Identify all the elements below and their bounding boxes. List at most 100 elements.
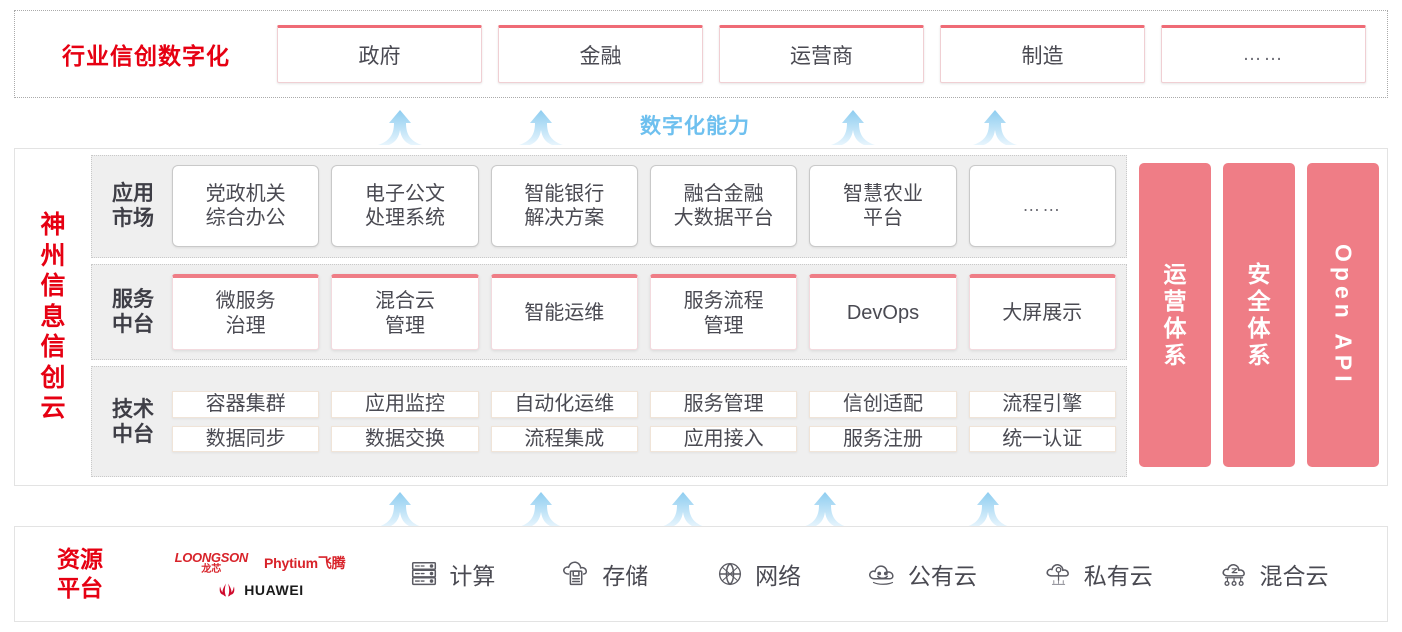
cell-text-line: 应用接入 (683, 427, 764, 450)
industry-card-2[interactable]: 金融 (498, 25, 703, 83)
cell-text-line: 处理系统 (364, 207, 445, 230)
industry-band: 行业信创数字化 政府金融运营商制造 …… (14, 10, 1388, 98)
cell-technology-platform-2-6[interactable]: 统一认证 (968, 425, 1116, 453)
layer-application-market: 应用市场党政机关综合办公电子公文处理系统智能银行解决方案融合金融大数据平台智慧农… (91, 155, 1127, 258)
cell-technology-platform-1-2[interactable]: 应用监控 (331, 391, 479, 418)
resource-arrow-row (0, 488, 1402, 528)
cell-technology-platform-1-1[interactable]: 容器集群 (172, 391, 320, 418)
resource-item-label-4: 公有云 (907, 563, 977, 589)
cloud-title-char-2: 州 (40, 241, 66, 270)
cell-application-market-2[interactable]: 电子公文处理系统 (331, 165, 479, 248)
resource-item-label-6: 混合云 (1259, 563, 1329, 589)
resource-item-list: 计算 存储 网络 公有云 私有云 混合云 (375, 557, 1387, 591)
cell-text: 混合云管理 (375, 289, 435, 338)
industry-band-title: 行业信创数字化 (62, 43, 230, 69)
flow-arrow-5 (965, 492, 1011, 528)
cell-text-line: 管理 (384, 314, 425, 337)
resource-item-1[interactable]: 计算 (407, 557, 495, 591)
cell-technology-platform-2-4[interactable]: 应用接入 (649, 425, 798, 453)
cell-text-line: 应用监控 (364, 393, 445, 416)
cell-text: DevOps (847, 301, 919, 325)
cell-text: 服务流程管理 (684, 289, 764, 338)
cell-technology-platform-1-6[interactable]: 流程引擎 (968, 391, 1116, 418)
cell-application-market-6[interactable]: …… (968, 165, 1116, 248)
flow-arrow-3 (660, 492, 706, 528)
cell-text-line: 服务注册 (842, 427, 923, 450)
resource-item-5[interactable]: 私有云 (1042, 557, 1153, 591)
cell-text-line: DevOps (846, 302, 920, 325)
pillar-char: 安 (1247, 260, 1271, 287)
cell-text-line: 大屏展示 (1002, 302, 1083, 325)
cell-text-line: 治理 (225, 314, 266, 337)
cell-technology-platform-1-4[interactable]: 服务管理 (649, 391, 798, 418)
layer-label-service-platform: 服务中台 (102, 287, 164, 337)
cell-text-line: 统一认证 (1002, 427, 1083, 450)
cell-text: 服务注册 (843, 427, 923, 451)
cell-application-market-1[interactable]: 党政机关综合办公 (172, 165, 320, 248)
cell-service-platform-4[interactable]: 服务流程管理 (649, 274, 798, 351)
cell-text-line: 服务流程 (683, 290, 764, 313)
industry-card-1[interactable]: 政府 (277, 25, 482, 83)
resource-item-2[interactable]: 存储 (560, 557, 648, 591)
cloud-storage-icon (563, 561, 588, 586)
pillar-char: 全 (1247, 287, 1271, 314)
cell-application-market-4[interactable]: 融合金融大数据平台 (649, 165, 798, 248)
cell-text-line: 数据同步 (205, 427, 286, 450)
cell-technology-platform-2-2[interactable]: 数据交换 (331, 425, 479, 453)
phytium-logo-en: Phytium (264, 554, 318, 571)
industry-card-4[interactable]: 制造 (940, 25, 1145, 83)
pillar-char: 体 (1247, 315, 1271, 341)
resource-title-line: 资源 (57, 546, 103, 573)
cell-text-line: 数据交换 (364, 427, 445, 450)
pillar-label-1: 运营体系 (1164, 261, 1187, 370)
cloud-platform-box: 神州信息信创云 应用市场党政机关综合办公电子公文处理系统智能银行解决方案融合金融… (14, 148, 1388, 486)
phytium-logo: Phytium飞腾 (264, 553, 346, 573)
cell-text-line: 电子公文 (364, 182, 445, 205)
cell-service-platform-6[interactable]: 大屏展示 (968, 274, 1116, 351)
industry-card-list: 政府金融运营商制造 …… (277, 25, 1366, 83)
cell-text: 统一认证 (1002, 427, 1082, 451)
resource-item-label-1: 计算 (449, 563, 496, 589)
huawei-logo: HUAWEI (216, 582, 304, 598)
flow-arrow-4 (802, 492, 848, 528)
cell-service-platform-1[interactable]: 微服务治理 (172, 274, 320, 351)
cell-technology-platform-2-1[interactable]: 数据同步 (172, 425, 320, 453)
public-cloud-icon (868, 565, 894, 585)
pillar-1[interactable]: 运营体系 (1139, 163, 1211, 467)
cell-technology-platform-2-5[interactable]: 服务注册 (809, 425, 957, 453)
capability-label: 数字化能力 (640, 115, 750, 138)
resource-item-3[interactable]: 网络 (713, 557, 801, 591)
layer-label-line: 中台 (112, 422, 154, 446)
cell-technology-platform-2-3[interactable]: 流程集成 (490, 425, 638, 453)
pillar-2[interactable]: 安全体系 (1223, 163, 1295, 467)
cell-service-platform-3[interactable]: 智能运维 (490, 274, 638, 351)
resource-item-label-2: 存储 (602, 563, 649, 589)
cell-technology-platform-1-5[interactable]: 信创适配 (809, 391, 957, 418)
cell-application-market-3[interactable]: 智能银行解决方案 (490, 165, 638, 248)
cell-text: 大屏展示 (1002, 301, 1082, 325)
pillar-char: 运 (1163, 260, 1187, 287)
cell-technology-platform-1-3[interactable]: 自动化运维 (490, 391, 638, 418)
layer-label-technology-platform: 技术中台 (102, 397, 164, 447)
cell-application-market-5[interactable]: 智慧农业平台 (809, 165, 957, 248)
server-rack-icon (412, 561, 437, 586)
resource-item-4[interactable]: 公有云 (866, 557, 977, 591)
cell-text: 数据交换 (365, 427, 445, 451)
pillar-label-2: 安全体系 (1248, 261, 1271, 370)
capability-arrow-row: 数字化能力 (0, 106, 1402, 146)
layer-label-line: 服务 (112, 287, 154, 311)
industry-card-5[interactable]: …… (1161, 25, 1366, 83)
cloud-title-char-7: 云 (40, 394, 66, 423)
industry-card-3[interactable]: 运营商 (719, 25, 924, 83)
cell-text: 数据同步 (206, 427, 286, 451)
cell-service-platform-5[interactable]: DevOps (809, 274, 957, 351)
flow-arrow-2 (518, 110, 564, 146)
flow-arrow-3 (830, 110, 876, 146)
cell-text: 信创适配 (843, 392, 923, 416)
cell-text-line: 党政机关 (205, 182, 286, 205)
pillar-3[interactable]: Open API (1307, 163, 1379, 467)
cell-service-platform-2[interactable]: 混合云管理 (331, 274, 479, 351)
cell-text-line: 容器集群 (205, 393, 286, 416)
resource-item-6[interactable]: 混合云 (1218, 557, 1329, 591)
